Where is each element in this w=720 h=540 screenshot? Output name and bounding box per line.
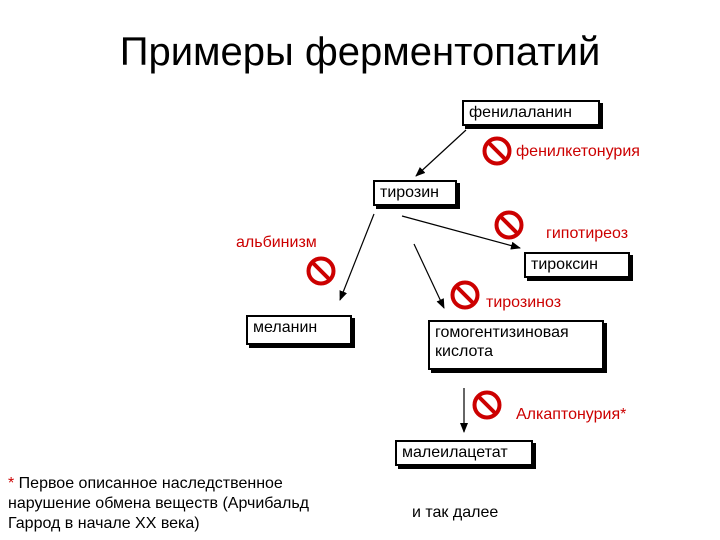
- disease-phenylketonuria: фенилкетонурия: [516, 143, 640, 160]
- prohibition-sign-icon: [306, 256, 336, 286]
- prohibition-sign-icon: [494, 210, 524, 240]
- footnote-text: Первое описанное наследственное нарушени…: [8, 475, 309, 532]
- page-title: Примеры ферментопатий: [119, 30, 601, 74]
- footnote-star: *: [8, 475, 15, 492]
- node-melanin: меланин: [246, 315, 352, 345]
- node-maleylacetate: малеилацетат: [395, 440, 533, 466]
- arrow-phenylalanine-to-tyrosine: [415, 129, 467, 177]
- arrow-tyrosine-to-melanin: [339, 213, 375, 301]
- prohibition-sign-icon: [482, 136, 512, 166]
- disease-tyrosinosis: тирозиноз: [486, 294, 562, 311]
- disease-alkaptonuria: Алкаптонурия*: [516, 406, 627, 423]
- prohibition-sign-icon: [472, 390, 502, 420]
- arrow-tyrosine-to-homogentisic-acid: [413, 243, 445, 309]
- arrow-tyrosine-to-thyroxine: [401, 215, 521, 250]
- prohibition-sign-icon: [450, 280, 480, 310]
- node-phenylalanine: фенилаланин: [462, 100, 600, 126]
- node-thyroxine: тироксин: [524, 252, 630, 278]
- node-tyrosine: тирозин: [373, 180, 457, 206]
- node-homogentisic-acid: гомогентизиновая кислота: [428, 320, 604, 370]
- disease-hypothyroidism: гипотиреоз: [546, 225, 629, 242]
- disease-albinism: альбинизм: [236, 234, 317, 251]
- and-so-on-label: и так далее: [412, 504, 499, 521]
- footnote: * Первое описанное наследственное наруше…: [8, 474, 368, 534]
